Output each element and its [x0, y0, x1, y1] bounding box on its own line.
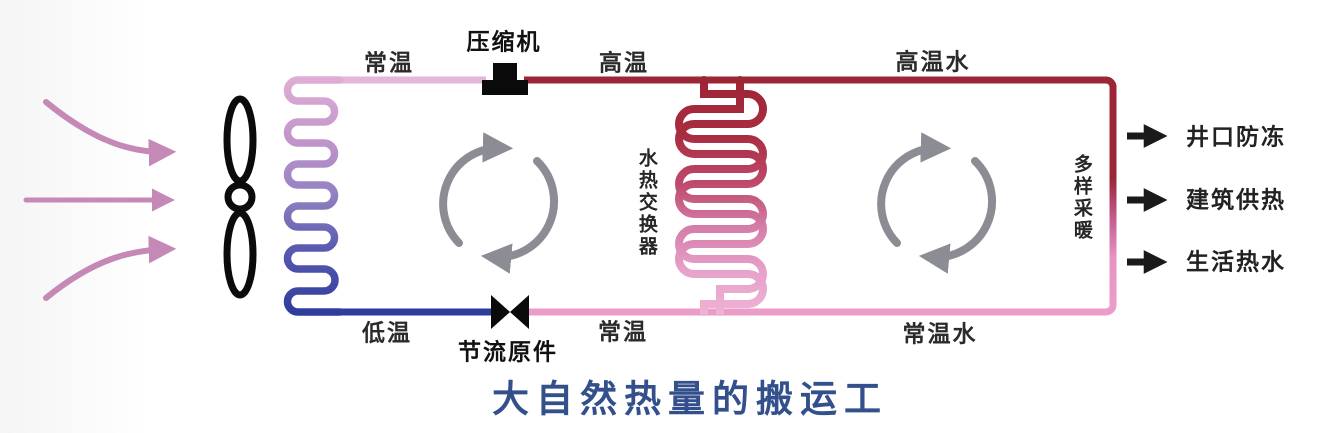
refrigerant-cycle-arrows-icon: [439, 132, 558, 274]
label-multi-heating: 多样采暖: [1070, 154, 1092, 242]
air-arrow-top-icon: [43, 99, 177, 167]
label-output-wellhead-antifreeze: 井口防冻: [1186, 123, 1286, 150]
output-arrows: [1127, 124, 1168, 274]
label-output-domestic-hot-water: 生活热水: [1186, 248, 1286, 275]
label-ambient-top: 常温: [364, 49, 414, 76]
heat-exchanger-coil-icon: [675, 76, 767, 316]
label-water-heat-exchanger: 水热交换器: [635, 148, 657, 258]
page-title: 大自然热量的搬运工: [492, 378, 888, 420]
label-throttle: 节流原件: [458, 338, 558, 365]
right-return-corner: [1105, 304, 1117, 316]
label-ambient-water: 常温水: [902, 320, 978, 347]
throttle-valve-icon: [491, 295, 529, 329]
label-compressor: 压缩机: [466, 28, 542, 55]
air-arrow-bottom-icon: [43, 235, 177, 301]
label-ambient-bottom: 常温: [598, 318, 648, 345]
label-high-temp: 高温: [599, 49, 649, 76]
label-high-temp-water: 高温水: [895, 48, 971, 75]
label-low-temp: 低温: [362, 319, 412, 346]
fan-icon: [223, 95, 257, 299]
air-flow-arrows: [23, 99, 177, 301]
compressor-icon: [482, 63, 528, 95]
evaporator-coil-icon: [283, 76, 344, 316]
high-temp-line: [524, 76, 1117, 88]
label-output-building-heating: 建筑供热: [1186, 186, 1286, 213]
water-cycle-arrows-icon: [877, 132, 996, 274]
